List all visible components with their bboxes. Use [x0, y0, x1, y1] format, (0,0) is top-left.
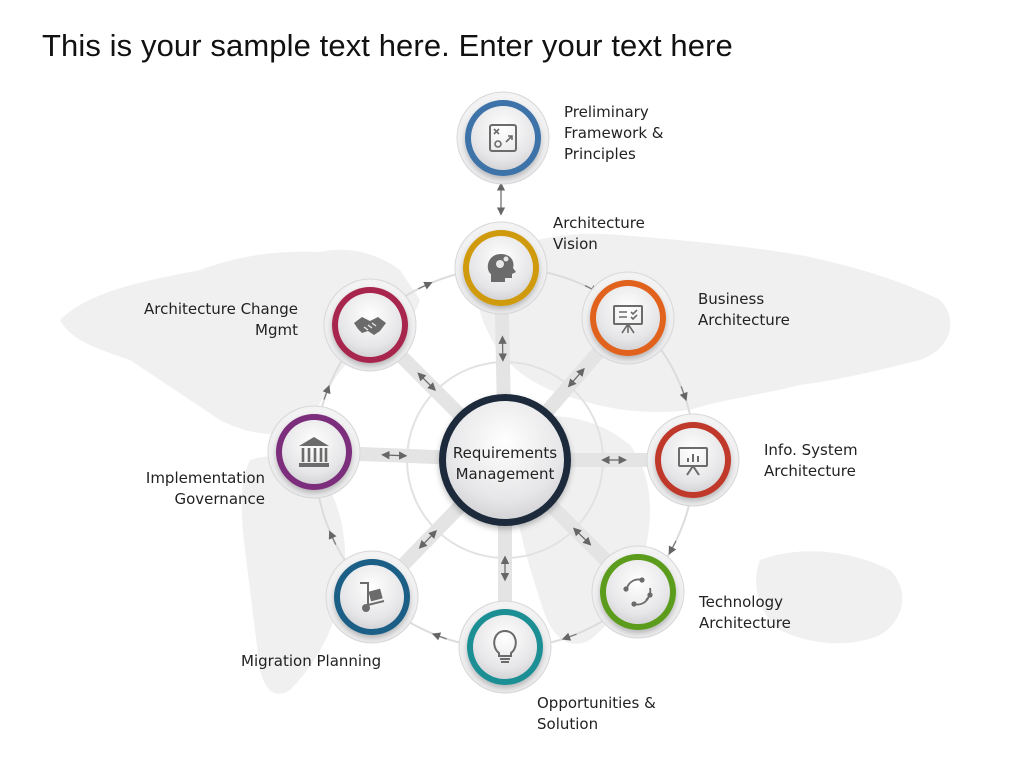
label-line: Architecture Change — [143, 300, 298, 318]
hub-link-arrow — [381, 450, 408, 460]
node-vision — [454, 221, 548, 315]
hub-link-arrow — [567, 367, 585, 388]
cycle-arrow — [679, 386, 688, 402]
cycle-nodes — [267, 91, 740, 694]
handshake-icon — [354, 317, 386, 335]
lightbulb-icon — [493, 629, 517, 663]
node-face — [473, 615, 537, 679]
hub-link-arrow — [417, 372, 436, 391]
hub-face — [446, 401, 564, 519]
cycle-arrow — [328, 530, 337, 545]
hub-label: Requirements Management — [438, 443, 572, 485]
hub-label-line: Management — [455, 465, 555, 483]
node-face — [596, 286, 660, 350]
node-governance — [267, 405, 361, 499]
node-migration — [325, 550, 419, 644]
label-line: Architecture — [553, 214, 645, 232]
head-gears-icon — [487, 254, 516, 282]
chart-board-icon — [678, 447, 708, 476]
label-migration: Migration Planning — [241, 651, 381, 672]
label-line: Framework & — [564, 124, 664, 142]
cycle-arrow — [668, 540, 677, 555]
hub-label-line: Requirements — [452, 444, 558, 462]
slide-title: This is your sample text here. Enter you… — [42, 28, 733, 63]
label-line: Mgmt — [255, 321, 298, 339]
cycle-arrow — [431, 632, 447, 641]
hub-link-arrow — [572, 527, 592, 546]
world-map-background — [60, 233, 951, 694]
node-change — [323, 278, 417, 372]
label-line: Principles — [564, 145, 636, 163]
label-line: Architecture — [699, 614, 791, 632]
node-info-system — [646, 413, 740, 507]
label-line: Implementation — [145, 469, 265, 487]
label-line: Migration Planning — [241, 652, 382, 670]
label-line: Technology — [699, 593, 784, 611]
cycle-arrow — [561, 632, 577, 641]
node-face — [471, 106, 535, 170]
label-line: Architecture — [698, 311, 790, 329]
cycle-arrows-icon — [623, 577, 653, 607]
label-line: Vision — [553, 235, 598, 253]
label-line: Opportunities & — [537, 694, 656, 712]
strategy-board-icon — [489, 124, 517, 152]
hand-truck-icon — [360, 582, 385, 612]
label-line: Governance — [174, 490, 266, 508]
bank-building-icon — [299, 437, 329, 467]
label-line: Solution — [537, 715, 599, 733]
hub-link-arrow — [418, 530, 438, 549]
connector-arrows — [322, 182, 688, 641]
presentation-board-icon — [613, 305, 643, 334]
node-technology — [591, 545, 685, 639]
cycle-arrow — [322, 384, 331, 400]
cycle-arrow — [418, 281, 433, 290]
node-business — [581, 271, 675, 365]
label-line: Preliminary — [564, 103, 649, 121]
label-line: Architecture — [764, 462, 856, 480]
label-opportunities: Opportunities & Solution — [537, 693, 656, 735]
node-face — [606, 560, 670, 624]
node-preliminary — [456, 91, 550, 185]
label-line: Business — [698, 290, 765, 308]
label-line: Info. System — [764, 441, 858, 459]
requirements-management-hub — [439, 394, 571, 526]
node-opportunities — [458, 600, 552, 694]
